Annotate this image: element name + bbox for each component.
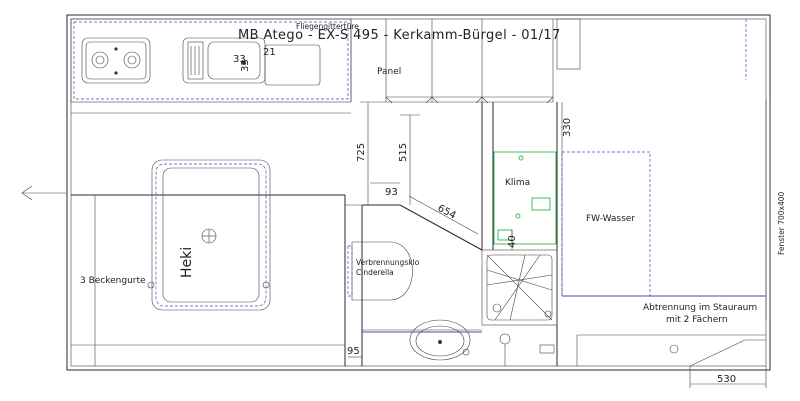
dim-515: 515 — [398, 143, 409, 162]
label-klo-line1: Verbrennungsklo — [356, 258, 420, 267]
dim-530: 530 — [717, 374, 736, 385]
label-klima: Klima — [505, 178, 530, 188]
window-strip — [765, 100, 771, 320]
dimension-lines — [348, 101, 767, 388]
outer-walls — [66, 14, 771, 371]
stauraum — [499, 333, 766, 367]
right-upper-cabinet — [556, 18, 747, 80]
washbasin-icon — [409, 319, 471, 361]
dim-93: 93 — [385, 187, 398, 198]
label-heki: Heki — [179, 247, 195, 278]
sink-icon — [182, 37, 321, 86]
heki-area — [147, 159, 271, 311]
dim-21: 21 — [263, 47, 276, 58]
dim-33a: 33 — [233, 54, 246, 65]
dim-40: 40 — [507, 235, 518, 248]
direction-arrow-icon — [21, 185, 66, 201]
stove-icon — [81, 37, 151, 84]
cabinet-doors — [350, 19, 554, 104]
dim-654: 654 — [436, 203, 458, 222]
kitchen-counter — [70, 18, 352, 114]
label-fliegengittertuere: Fliegengittertüre — [296, 22, 359, 31]
label-beckengurte: 3 Beckengurte — [80, 276, 146, 286]
shower-tray — [481, 249, 558, 326]
dim-725: 725 — [356, 143, 367, 162]
label-fenster: Fenster 700x400 — [777, 192, 786, 255]
drawing-title: MB Atego - EX-S 495 - Kerkamm-Bürgel - 0… — [238, 28, 561, 43]
dim-95: 95 — [347, 346, 360, 357]
label-fw-wasser: FW-Wasser — [586, 214, 635, 224]
label-klo-line2: Cinderella — [356, 268, 394, 277]
label-abtrennung-line2: mit 2 Fächern — [666, 315, 728, 325]
klima-unit — [493, 151, 557, 245]
fw-wasser-tank — [561, 151, 766, 297]
label-abtrennung-line1: Abtrennung im Stauraum — [643, 303, 757, 313]
dim-33b: 33 — [240, 59, 251, 72]
label-panel: Panel — [377, 67, 401, 77]
partition-walls — [71, 102, 766, 366]
dim-330: 330 — [562, 118, 573, 137]
